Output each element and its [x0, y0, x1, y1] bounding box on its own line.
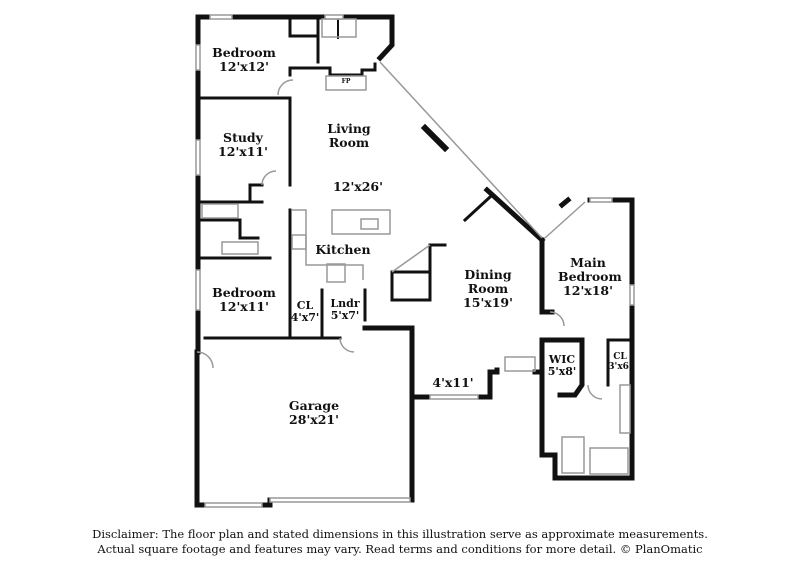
fireplace: [325, 75, 367, 91]
room-name: Lndr: [330, 297, 360, 310]
fireplace-label: FP: [341, 78, 351, 85]
room-name: WIC: [548, 353, 576, 366]
room-name: Bedroom: [212, 45, 276, 60]
fridge: [326, 263, 346, 283]
room-name: Garage: [288, 398, 340, 413]
room-name: CL: [613, 352, 627, 362]
wall: [483, 186, 546, 244]
stairs: [390, 243, 432, 302]
door-swing: [277, 79, 294, 96]
counter: [292, 209, 364, 280]
stair-rail: [391, 244, 431, 273]
shower: [321, 18, 357, 38]
wall: [539, 237, 555, 315]
disclaimer-line-2: Actual square footage and features may v…: [97, 542, 703, 556]
room-name: Dining Room: [464, 267, 512, 296]
wall-garage: [194, 349, 208, 508]
room-size: 12'x18': [563, 283, 613, 298]
room-living-name: Living Room: [327, 121, 371, 150]
room-size: 4'x7': [290, 311, 320, 324]
wall-outer: [195, 14, 395, 355]
room-size: 3'x6': [608, 362, 632, 372]
vanity: [221, 241, 259, 255]
range: [291, 234, 307, 250]
wall: [288, 62, 377, 77]
wall-garage: [259, 497, 273, 508]
wall: [475, 367, 500, 400]
window: [209, 14, 233, 20]
bathtub: [201, 203, 239, 219]
vanity-main: [619, 384, 631, 434]
door-swing: [549, 311, 565, 327]
wall: [558, 196, 572, 209]
window: [195, 139, 201, 176]
garage-door: [269, 497, 411, 503]
room-kitchen: Kitchen: [315, 242, 371, 257]
kitchen-island: [331, 209, 391, 235]
wall: [288, 15, 320, 38]
shower-main: [561, 436, 585, 474]
room-size: 12'x11': [218, 144, 268, 159]
bathtub-main: [589, 447, 629, 475]
door-swing: [587, 384, 603, 400]
room-name: Bedroom: [212, 285, 276, 300]
room-name: Study: [223, 130, 263, 145]
wall: [462, 194, 493, 223]
wall: [420, 123, 450, 153]
room-living-size: 12'x26': [333, 179, 383, 194]
room-name: Main Bedroom: [558, 255, 622, 284]
wall: [196, 218, 260, 240]
room-name: CL: [296, 299, 314, 312]
room-hall: 4'x11': [432, 375, 474, 390]
room-size: 5'x7': [330, 309, 360, 322]
window: [195, 44, 201, 71]
room-size: 28'x21': [289, 412, 339, 427]
glass-wall: [379, 61, 543, 239]
double-door: [504, 356, 536, 372]
room-size: 12'x12': [219, 59, 269, 74]
wall: [539, 197, 635, 481]
window: [589, 197, 613, 203]
room-size: 15'x19': [463, 295, 513, 310]
room-size: 5'x8': [547, 365, 577, 378]
window: [195, 269, 201, 311]
glass-wall: [544, 201, 586, 239]
window: [204, 502, 263, 508]
sink: [360, 218, 379, 230]
window: [429, 394, 479, 400]
wall-garage: [362, 325, 415, 503]
door-swing: [196, 351, 214, 369]
wall: [248, 183, 264, 204]
door-swing: [261, 170, 277, 186]
room-size: 12'x11': [219, 299, 269, 314]
door-swing: [339, 337, 355, 353]
window: [629, 284, 635, 306]
disclaimer-line-1: Disclaimer: The floor plan and stated di…: [92, 527, 708, 541]
